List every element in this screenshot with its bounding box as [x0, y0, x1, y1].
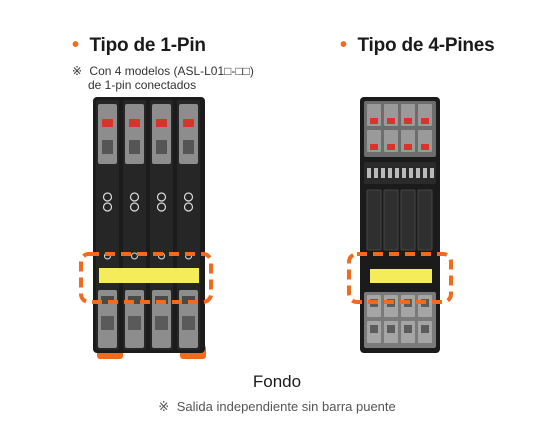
bottom-slot [128, 296, 141, 304]
connector-pin [367, 168, 371, 178]
terminal-ring [129, 202, 140, 212]
connector-pin [423, 168, 427, 178]
red-marker [404, 118, 412, 124]
relay-slot [400, 189, 416, 251]
terminal-ring [183, 192, 194, 202]
right-dashed-highlight [347, 252, 453, 304]
connector-pin [409, 168, 413, 178]
red-marker [387, 118, 395, 124]
red-marker [102, 119, 113, 127]
footer-note: ※ Salida independiente sin barra puente [0, 399, 554, 415]
left-heading: • Tipo de 1-Pin [72, 34, 206, 57]
red-marker [421, 118, 429, 124]
terminal-ring [156, 192, 167, 202]
terminal-ring [183, 202, 194, 212]
screw-slot [156, 140, 167, 154]
connector-pin [374, 168, 378, 178]
connector-pin [395, 168, 399, 178]
bottom-slot [128, 316, 141, 330]
red-marker [183, 119, 194, 127]
left-note-line2: de 1-pin conectados [88, 78, 197, 92]
red-marker [370, 144, 378, 150]
connector-pin [430, 168, 434, 178]
right-heading: • Tipo de 4-Pines [340, 34, 495, 57]
right-bullet: • [340, 34, 348, 56]
bottom-slot [421, 325, 429, 333]
bottom-slot [101, 316, 114, 330]
relay-slot [366, 189, 382, 251]
screw-slot [183, 140, 194, 154]
bottom-slot [387, 325, 395, 333]
terminal-ring [156, 202, 167, 212]
screw-slot [102, 140, 113, 154]
bottom-slot [101, 296, 114, 304]
relay-slot [417, 189, 433, 251]
relay-slot [383, 189, 399, 251]
bottom-slot [182, 316, 195, 330]
left-note: ※ Con 4 modelos (ASL-L01□-□□) de 1-pin c… [72, 64, 254, 92]
bottom-slot [370, 325, 378, 333]
left-bullet: • [72, 34, 80, 56]
bottom-slot [155, 316, 168, 330]
left-note-mark: ※ [72, 64, 83, 78]
left-title: Tipo de 1-Pin [89, 35, 206, 56]
red-marker [404, 144, 412, 150]
right-yellow-label [370, 269, 432, 283]
screw-slot [129, 140, 140, 154]
footer-title: Fondo [252, 372, 302, 391]
red-marker [421, 144, 429, 150]
connector-pin [381, 168, 385, 178]
red-marker [370, 118, 378, 124]
footer-note-text: Salida independiente sin barra puente [176, 399, 396, 414]
left-note-line1: Con 4 modelos (ASL-L01□-□□) [89, 64, 254, 78]
bottom-slot [404, 325, 412, 333]
red-marker [387, 144, 395, 150]
red-marker [129, 119, 140, 127]
terminal-ring [129, 192, 140, 202]
connector-pin [402, 168, 406, 178]
left-yellow-label [99, 268, 199, 283]
connector-pin [416, 168, 420, 178]
terminal-ring [102, 202, 113, 212]
red-marker [156, 119, 167, 127]
connector-pin [388, 168, 392, 178]
right-title: Tipo de 4-Pines [357, 35, 495, 56]
terminal-ring [102, 192, 113, 202]
left-dashed-highlight [79, 252, 213, 304]
footer-note-mark: ※ [158, 399, 170, 414]
